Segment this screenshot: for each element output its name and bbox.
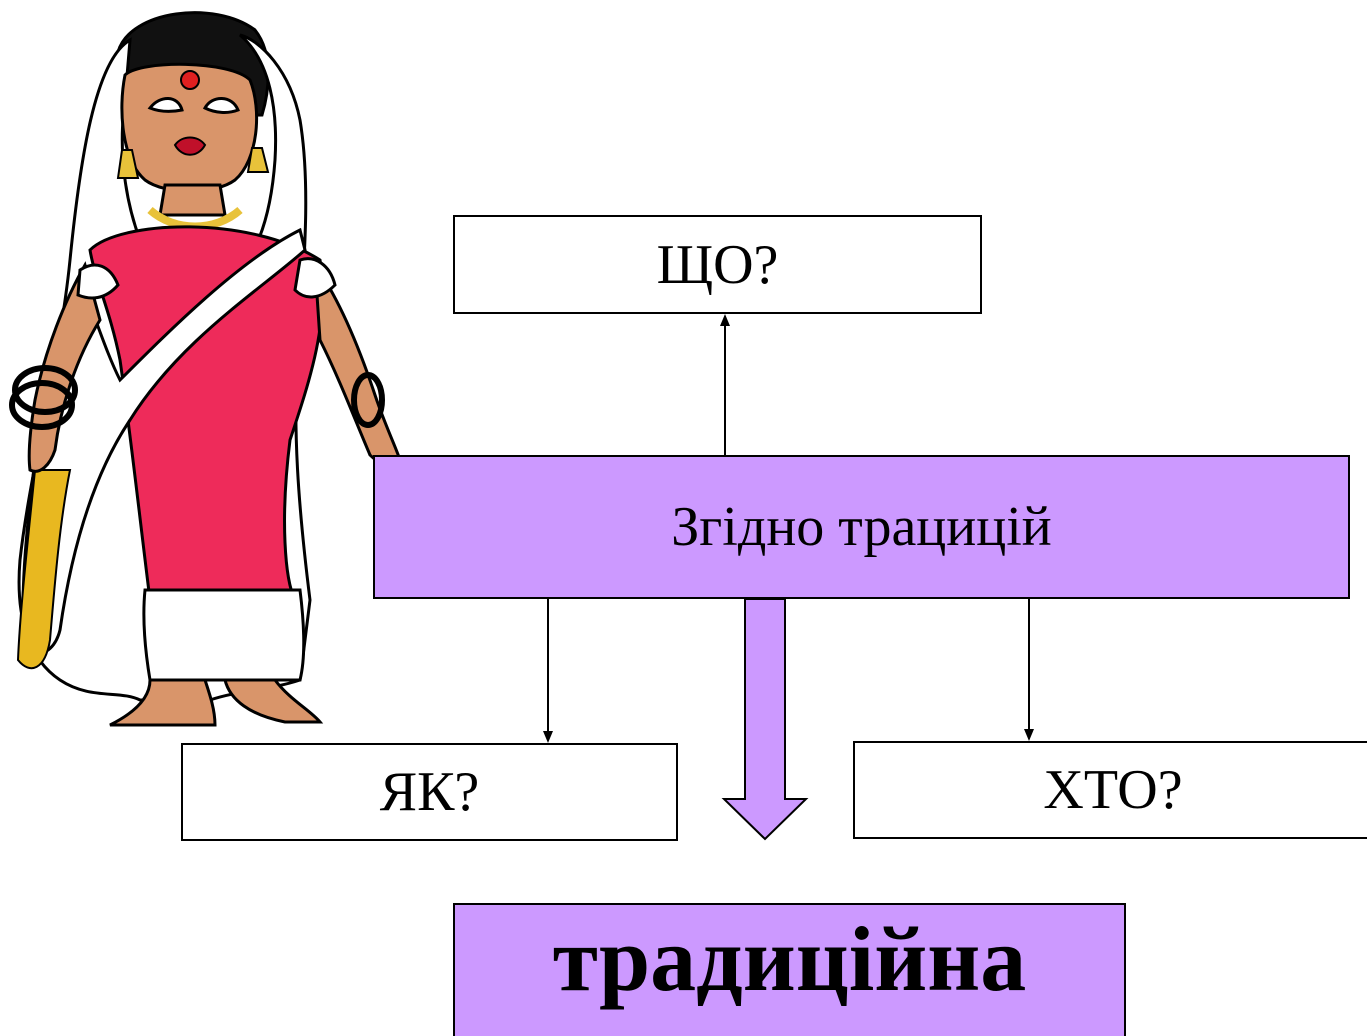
box-how: ЯК? <box>181 743 678 841</box>
box-center-label: Згідно трацицій <box>671 496 1052 558</box>
box-result: традиційна <box>453 903 1126 1036</box>
woman-in-sari-icon <box>9 11 402 727</box>
box-how-label: ЯК? <box>379 761 480 823</box>
box-who-label: ХТО? <box>1043 759 1183 821</box>
box-what: ЩО? <box>453 215 982 314</box>
box-who: ХТО? <box>853 741 1367 839</box>
box-what-label: ЩО? <box>656 233 779 296</box>
block-arrow-down-icon <box>721 598 809 841</box>
box-center: Згідно трацицій <box>373 455 1350 599</box>
box-result-label: традиційна <box>552 908 1027 1010</box>
